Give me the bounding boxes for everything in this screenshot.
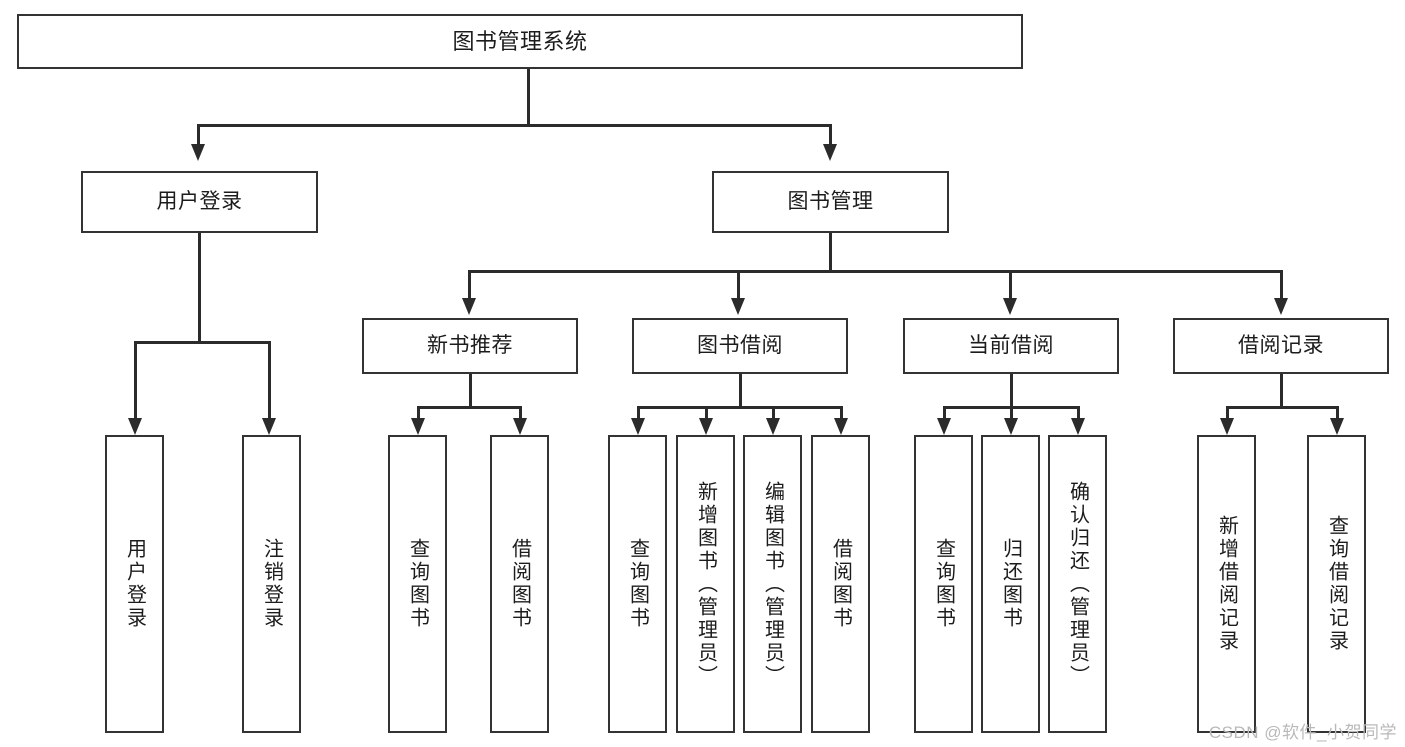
connector-user-login-drop-left <box>134 341 137 418</box>
connector-root-stem <box>527 69 530 126</box>
node-label: 新书推荐 <box>427 333 513 357</box>
node-borrow-record[interactable]: 借阅记录 <box>1173 318 1389 374</box>
arrow-to-leaf-borrow-book-b <box>834 418 848 435</box>
connector-book-borrow-stem <box>739 374 742 408</box>
leaf-query-book-current[interactable]: 查询图书 <box>914 435 973 733</box>
leaf-query-borrow-record[interactable]: 查询借阅记录 <box>1307 435 1366 733</box>
node-book-management[interactable]: 图书管理 <box>712 171 949 233</box>
leaf-add-book-admin[interactable]: 新增图书（管理员） <box>676 435 735 733</box>
connector-book-borrow-drop-1 <box>637 406 640 418</box>
node-new-book-recommend[interactable]: 新书推荐 <box>362 318 578 374</box>
node-label: 借阅记录 <box>1238 333 1324 357</box>
arrow-to-book-management <box>823 144 837 161</box>
node-label: 借阅图书 <box>508 538 531 630</box>
node-label: 查询借阅记录 <box>1325 515 1348 653</box>
leaf-borrow-book[interactable]: 借阅图书 <box>811 435 870 733</box>
node-label: 归还图书 <box>999 538 1022 630</box>
arrow-to-leaf-query-book-a <box>411 418 425 435</box>
node-root-book-management-system[interactable]: 图书管理系统 <box>17 14 1023 69</box>
arrow-to-current-borrow <box>1003 298 1017 315</box>
connector-borrow-record-bus <box>1226 406 1339 409</box>
arrow-to-book-borrow <box>731 298 745 315</box>
connector-current-borrow-drop-3 <box>1077 406 1080 418</box>
node-label: 图书借阅 <box>697 333 783 357</box>
node-label: 新增借阅记录 <box>1215 515 1238 653</box>
connector-level3-drop-2 <box>737 270 740 298</box>
connector-current-borrow-drop-2 <box>1010 406 1013 418</box>
connector-user-login-bus <box>134 341 270 344</box>
arrow-to-borrow-record <box>1274 298 1288 315</box>
connector-borrow-record-drop-2 <box>1336 406 1339 418</box>
leaf-borrow-book-new-recommend[interactable]: 借阅图书 <box>490 435 549 733</box>
arrow-to-user-login <box>191 144 205 161</box>
leaf-query-book-borrow[interactable]: 查询图书 <box>608 435 667 733</box>
node-label: 当前借阅 <box>968 333 1054 357</box>
arrow-to-leaf-user-login <box>128 418 142 435</box>
node-book-borrow[interactable]: 图书借阅 <box>632 318 848 374</box>
leaf-edit-book-admin[interactable]: 编辑图书（管理员） <box>743 435 802 733</box>
connector-level3-bus <box>468 270 1282 273</box>
connector-level3-drop-4 <box>1280 270 1283 298</box>
connector-root-drop-right <box>829 124 832 144</box>
connector-user-login-stem <box>198 233 201 343</box>
node-label: 图书管理 <box>787 189 874 213</box>
node-label: 查询图书 <box>626 538 649 630</box>
connector-book-management-stem <box>829 233 832 272</box>
node-label: 查询图书 <box>406 538 429 630</box>
connector-new-book-drop-2 <box>519 406 522 418</box>
leaf-confirm-return-admin[interactable]: 确认归还（管理员） <box>1048 435 1107 733</box>
node-label: 注销登录 <box>260 538 283 630</box>
connector-root-drop-left <box>197 124 200 144</box>
node-current-borrow[interactable]: 当前借阅 <box>903 318 1119 374</box>
node-label: 借阅图书 <box>829 538 852 630</box>
leaf-logout[interactable]: 注销登录 <box>242 435 301 733</box>
connector-root-bus <box>197 124 830 127</box>
connector-current-borrow-stem <box>1010 374 1013 408</box>
leaf-query-book-new-recommend[interactable]: 查询图书 <box>388 435 447 733</box>
arrow-to-leaf-confirm-return <box>1071 418 1085 435</box>
connector-user-login-drop-right <box>268 341 271 418</box>
connector-new-book-bus <box>417 406 522 409</box>
node-user-login[interactable]: 用户登录 <box>81 171 318 233</box>
connector-level3-drop-3 <box>1009 270 1012 298</box>
connector-book-borrow-drop-2 <box>705 406 708 418</box>
leaf-user-login[interactable]: 用户登录 <box>105 435 164 733</box>
connector-book-borrow-bus <box>637 406 842 409</box>
arrow-to-leaf-edit-book <box>766 418 780 435</box>
arrow-to-leaf-return-book <box>1004 418 1018 435</box>
leaf-add-borrow-record[interactable]: 新增借阅记录 <box>1197 435 1256 733</box>
leaf-return-book[interactable]: 归还图书 <box>981 435 1040 733</box>
connector-borrow-record-stem <box>1280 374 1283 408</box>
connector-book-borrow-drop-3 <box>772 406 775 418</box>
arrow-to-leaf-query-record <box>1330 418 1344 435</box>
connector-new-book-drop-1 <box>417 406 420 418</box>
connector-borrow-record-drop-1 <box>1226 406 1229 418</box>
node-label: 查询图书 <box>932 538 955 630</box>
arrow-to-leaf-query-book-c <box>937 418 951 435</box>
arrow-to-leaf-borrow-book-a <box>513 418 527 435</box>
arrow-to-new-book-recommend <box>462 298 476 315</box>
node-label: 新增图书（管理员） <box>694 480 717 688</box>
node-label: 用户登录 <box>156 189 243 213</box>
connector-new-book-stem <box>469 374 472 408</box>
arrow-to-leaf-query-book-b <box>631 418 645 435</box>
node-label: 编辑图书（管理员） <box>761 480 784 688</box>
arrow-to-leaf-add-book <box>699 418 713 435</box>
connector-book-borrow-drop-4 <box>840 406 843 418</box>
connector-level3-drop-1 <box>468 270 471 298</box>
node-label: 确认归还（管理员） <box>1066 480 1089 688</box>
arrow-to-leaf-add-record <box>1220 418 1234 435</box>
connector-current-borrow-drop-1 <box>943 406 946 418</box>
arrow-to-leaf-logout <box>262 418 276 435</box>
node-label: 用户登录 <box>123 538 146 630</box>
node-label: 图书管理系统 <box>452 28 588 54</box>
